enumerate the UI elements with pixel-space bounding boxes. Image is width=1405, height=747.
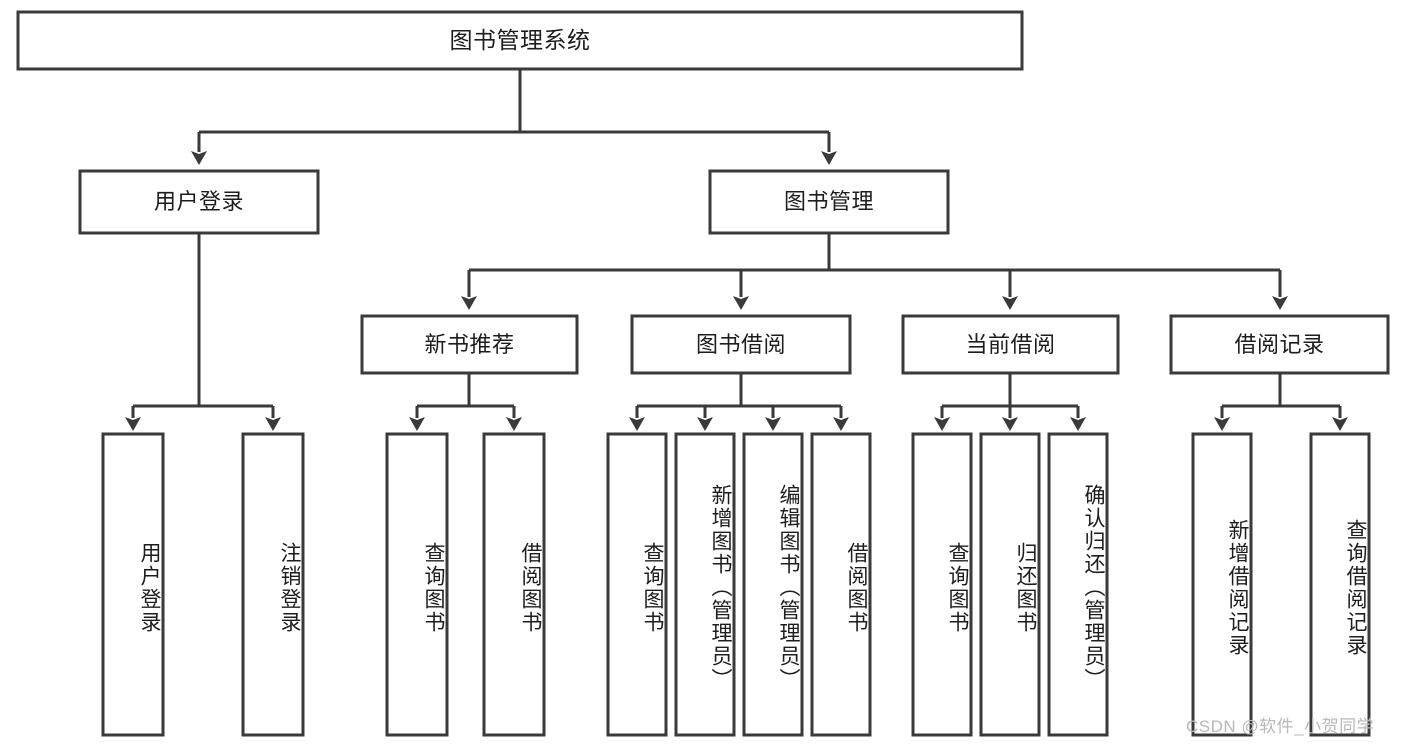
node-box-current-borrow[interactable] (901, 314, 1120, 375)
node-box-book-manage[interactable] (708, 169, 950, 235)
node-box-leaf-query-book-cur[interactable] (911, 432, 973, 737)
node-box-leaf-return-book[interactable] (979, 432, 1041, 737)
node-box-user-login[interactable] (78, 169, 320, 235)
node-box-borrow-record[interactable] (1169, 314, 1390, 375)
node-box-root[interactable] (16, 10, 1024, 71)
node-box-leaf-user-login[interactable] (101, 432, 165, 737)
node-box-leaf-add-book-admin[interactable] (674, 432, 736, 737)
node-box-new-book-recommend[interactable] (360, 314, 579, 375)
node-box-leaf-confirm-return-admin[interactable] (1047, 432, 1109, 737)
node-box-leaf-borrow-book-rec[interactable] (482, 432, 546, 737)
node-box-leaf-add-borrow-record[interactable] (1191, 432, 1253, 737)
node-box-leaf-borrow-book-bor[interactable] (810, 432, 872, 737)
node-box-leaf-edit-book-admin[interactable] (742, 432, 804, 737)
node-box-leaf-user-logout[interactable] (241, 432, 305, 737)
node-box-leaf-query-book-bor[interactable] (606, 432, 668, 737)
node-box-leaf-query-book-rec[interactable] (385, 432, 449, 737)
node-box-leaf-query-borrow-record[interactable] (1309, 432, 1371, 737)
node-box-book-borrow[interactable] (630, 314, 852, 375)
watermark-text: CSDN @软件_小贺同学 (1186, 717, 1375, 736)
